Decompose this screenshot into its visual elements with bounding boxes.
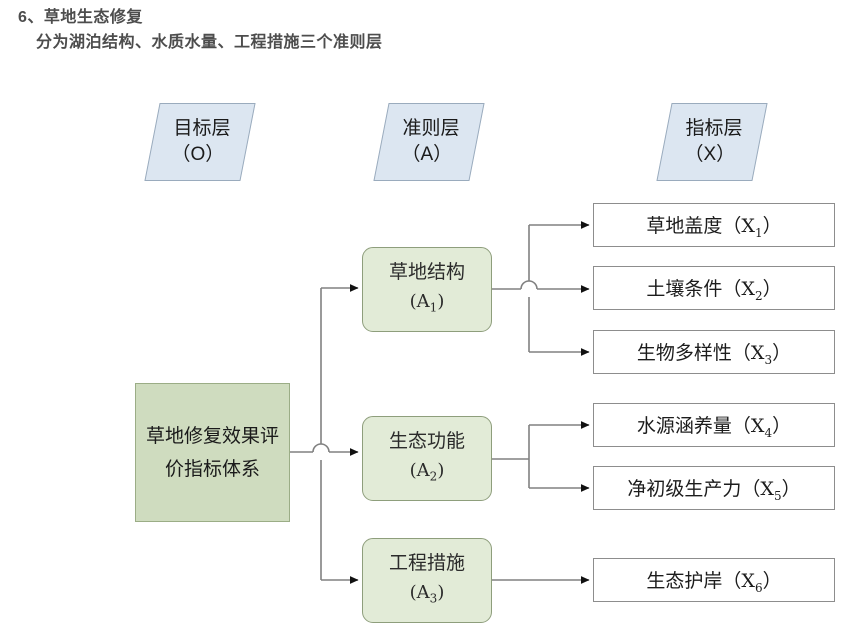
layer-header-indicator: 指标层 （X）: [656, 103, 768, 181]
criteria-box-a3-code: (A3): [409, 581, 445, 606]
layer-header-goal-title: 目标层: [174, 118, 232, 139]
layer-header-criteria: 准则层 （A）: [373, 103, 485, 181]
indicator-box-x3[interactable]: 生物多样性（X3）: [593, 330, 835, 374]
criteria-box-a1-label: 草地结构: [388, 260, 465, 283]
goal-box-label: 草地修复效果评价指标体系: [146, 424, 280, 480]
indicator-box-x2-label: 土壤条件（X2）: [646, 277, 782, 303]
layer-header-goal: 目标层 （O）: [144, 103, 256, 181]
indicator-box-x1-label: 草地盖度（X1）: [646, 214, 782, 240]
layer-header-goal-code: （O）: [171, 144, 224, 165]
heading-line-1: 6、草地生态修复: [18, 9, 143, 26]
indicator-box-x5-label: 净初级生产力（X5）: [627, 477, 801, 503]
criteria-box-a2-label: 生态功能: [388, 429, 465, 452]
indicator-box-x6-label: 生态护岸（X6）: [646, 569, 782, 595]
layer-header-criteria-title: 准则层: [403, 118, 461, 139]
criteria-box-a3-label: 工程措施: [388, 551, 465, 574]
indicator-box-x5[interactable]: 净初级生产力（X5）: [593, 466, 835, 510]
indicator-box-x3-label: 生物多样性（X3）: [636, 341, 792, 367]
indicator-box-x2[interactable]: 土壤条件（X2）: [593, 266, 835, 310]
heading-block: 6、草地生态修复 分为湖泊结构、水质水量、工程措施三个准则层: [18, 6, 718, 56]
criteria-box-a2[interactable]: 生态功能 (A2): [362, 416, 492, 501]
layer-header-indicator-code: （X）: [684, 144, 735, 165]
indicator-box-x4-label: 水源涵养量（X4）: [636, 414, 792, 440]
indicator-box-x4[interactable]: 水源涵养量（X4）: [593, 403, 835, 447]
layer-header-criteria-code: （A）: [401, 144, 452, 165]
criteria-box-a2-code: (A2): [409, 459, 445, 484]
criteria-box-a3[interactable]: 工程措施 (A3): [362, 538, 492, 623]
layer-header-indicator-title: 指标层: [686, 118, 744, 139]
goal-box[interactable]: 草地修复效果评价指标体系: [135, 383, 290, 522]
criteria-box-a1-code: (A1): [409, 290, 445, 315]
indicator-box-x6[interactable]: 生态护岸（X6）: [593, 558, 835, 602]
indicator-box-x1[interactable]: 草地盖度（X1）: [593, 203, 835, 247]
criteria-box-a1[interactable]: 草地结构 (A1): [362, 247, 492, 332]
heading-line-2: 分为湖泊结构、水质水量、工程措施三个准则层: [36, 34, 383, 51]
